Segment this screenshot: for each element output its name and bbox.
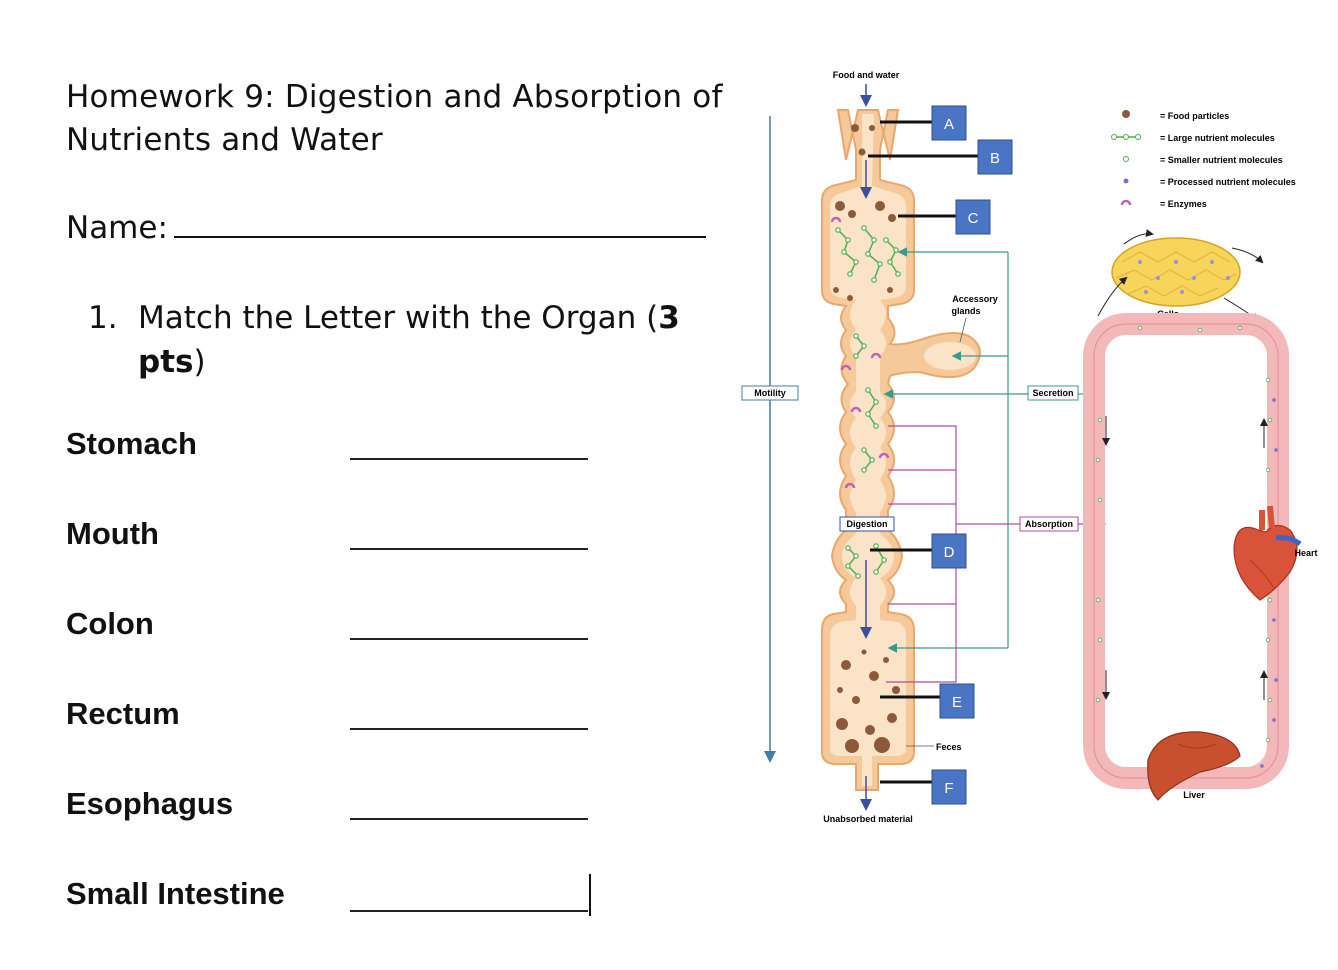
legend-processed: = Processed nutrient molecules	[1160, 177, 1296, 187]
question-pts: pts	[138, 344, 194, 380]
organ-label: Stomach	[66, 426, 197, 461]
accessory-gland-lumen	[924, 342, 976, 370]
answer-blank-stomach[interactable]	[350, 458, 588, 460]
legend-food-icon	[1122, 110, 1130, 118]
liver-label: Liver	[1183, 790, 1205, 800]
liver-illustration	[1147, 731, 1241, 801]
answer-blank-mouth[interactable]	[350, 548, 588, 550]
organ-row-colon: Colon	[66, 606, 154, 642]
question-text-end: )	[193, 344, 206, 380]
svg-text:D: D	[944, 544, 955, 561]
organ-label: Esophagus	[66, 786, 234, 821]
organ-row-rectum: Rectum	[66, 696, 180, 732]
answer-blank-rectum[interactable]	[350, 728, 588, 730]
smaller-nutrient-molecules	[835, 225, 901, 579]
food-water-label: Food and water	[833, 70, 900, 80]
organ-label: Mouth	[66, 516, 159, 551]
question-text-start: Match the Letter with the Organ (	[138, 300, 659, 336]
text-cursor	[589, 874, 591, 916]
absorption-lines	[886, 425, 1107, 683]
letter-label-b: B	[977, 139, 1013, 175]
enzymes	[830, 216, 890, 489]
answer-blank-esophagus[interactable]	[350, 818, 588, 820]
accessory-glands-pointer	[959, 317, 967, 343]
food-particles	[833, 124, 900, 753]
secretion-label: Secretion	[1032, 388, 1073, 398]
absorption-label-box	[1019, 516, 1079, 532]
answer-blank-colon[interactable]	[350, 638, 588, 640]
feces-label: Feces	[936, 742, 962, 752]
svg-text:B: B	[990, 150, 1000, 167]
question-1: 1. Match the Letter with the Organ (3 pts)	[88, 296, 688, 384]
title-line-1: Homework 9: Digestion and Absorption of	[66, 79, 723, 115]
legend-small-icon	[1123, 156, 1129, 162]
secretion-arrows	[883, 247, 1028, 653]
digestion-label-box	[839, 516, 895, 532]
letter-pointers	[868, 120, 978, 784]
organ-label: Small Intestine	[66, 876, 285, 911]
letter-label-d: D	[931, 533, 967, 569]
letter-label-e: E	[939, 683, 975, 719]
absorption-label: Absorption	[1025, 519, 1073, 529]
digestion-label: Digestion	[846, 519, 887, 529]
heart-illustration	[1233, 505, 1302, 601]
name-field[interactable]	[173, 210, 706, 238]
letter-label-c: C	[955, 199, 991, 235]
legend-food: = Food particles	[1160, 111, 1229, 121]
title-line-2: Nutrients and Water	[66, 122, 383, 158]
organ-row-esophagus: Esophagus	[66, 786, 233, 822]
vessel-processed	[1260, 398, 1278, 768]
letter-label-f: F	[931, 769, 967, 805]
digestive-system-diagram: Food and water Motility	[741, 70, 1318, 824]
legend-processed-icon	[1123, 178, 1129, 184]
answer-blank-small-intestine[interactable]	[350, 910, 588, 912]
svg-text:F: F	[944, 780, 953, 797]
unabsorbed-material-label: Unabsorbed material	[823, 814, 913, 824]
organ-row-small-intestine: Small Intestine	[66, 876, 285, 912]
organ-label: Rectum	[66, 696, 180, 731]
vessel-nutrients	[1095, 325, 1273, 743]
letter-label-a: A	[931, 105, 967, 141]
motility-label: Motility	[754, 388, 786, 398]
question-text: Match the Letter with the Organ (3 pts)	[88, 300, 680, 380]
organ-row-mouth: Mouth	[66, 516, 159, 552]
motility-label-box	[741, 385, 799, 401]
svg-text:E: E	[952, 694, 962, 711]
legend-large: = Large nutrient molecules	[1160, 133, 1275, 143]
legend-enzyme-icon	[1120, 199, 1132, 206]
legend-enzymes: = Enzymes	[1160, 199, 1207, 209]
legend: = Food particles = Large nutrient molecu…	[1111, 110, 1296, 209]
cells-cluster	[1097, 229, 1264, 322]
page-title: Homework 9: Digestion and Absorption of …	[66, 76, 723, 162]
question-number: 1.	[88, 300, 118, 336]
svg-text:C: C	[968, 210, 979, 227]
organ-label: Colon	[66, 606, 154, 641]
accessory-glands-label-2: glands	[951, 306, 980, 316]
name-label: Name:	[66, 210, 168, 246]
legend-small: = Smaller nutrient molecules	[1160, 155, 1283, 165]
svg-text:A: A	[944, 116, 954, 133]
secretion-label-box	[1027, 385, 1079, 401]
accessory-glands-label-1: Accessory	[952, 294, 998, 304]
heart-label: Heart	[1294, 548, 1317, 558]
name-row: Name:	[66, 210, 706, 246]
tract-lumen	[830, 114, 906, 786]
question-points: 3	[658, 300, 680, 336]
organ-row-stomach: Stomach	[66, 426, 197, 462]
